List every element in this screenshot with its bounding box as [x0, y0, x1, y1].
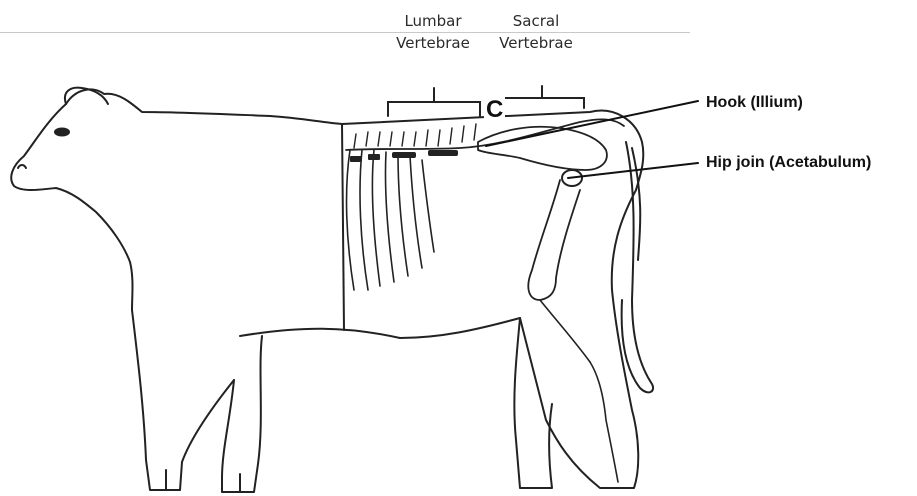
cow-face-outline — [11, 104, 132, 310]
hind-leg-outline — [520, 190, 638, 488]
lumbar-bracket — [388, 88, 480, 116]
lumbar-label-line1: Lumbar — [380, 10, 486, 32]
lumbar-bodies — [350, 150, 458, 162]
section-letter-c: C — [484, 96, 505, 124]
vertebra-spines — [354, 124, 476, 148]
hock-bones — [590, 362, 618, 482]
sacral-vertebrae-label: Sacral Vertebrae — [484, 10, 588, 54]
cow-eye — [55, 129, 69, 136]
femur — [528, 180, 580, 300]
lumbar-label-line2: Vertebrae — [380, 32, 486, 54]
lumbar-vertebrae-label: Lumbar Vertebrae — [380, 10, 486, 54]
tibia — [540, 300, 590, 362]
rib-cage — [347, 150, 434, 290]
cow-nostril — [18, 165, 26, 168]
cow-belly-outline — [240, 318, 520, 338]
front-leg-left — [132, 310, 234, 490]
skeleton-panel-outline — [342, 124, 344, 330]
sacral-label-line2: Vertebrae — [484, 32, 588, 54]
sacral-bracket — [494, 86, 584, 108]
sacral-label-line1: Sacral — [484, 10, 588, 32]
front-leg-right — [222, 336, 262, 492]
hip-joint-label: Hip join (Acetabulum) — [706, 153, 871, 173]
hook-illium-label: Hook (Illium) — [706, 93, 803, 113]
hind-leg-inner — [514, 318, 552, 488]
hook-leader — [486, 101, 698, 146]
